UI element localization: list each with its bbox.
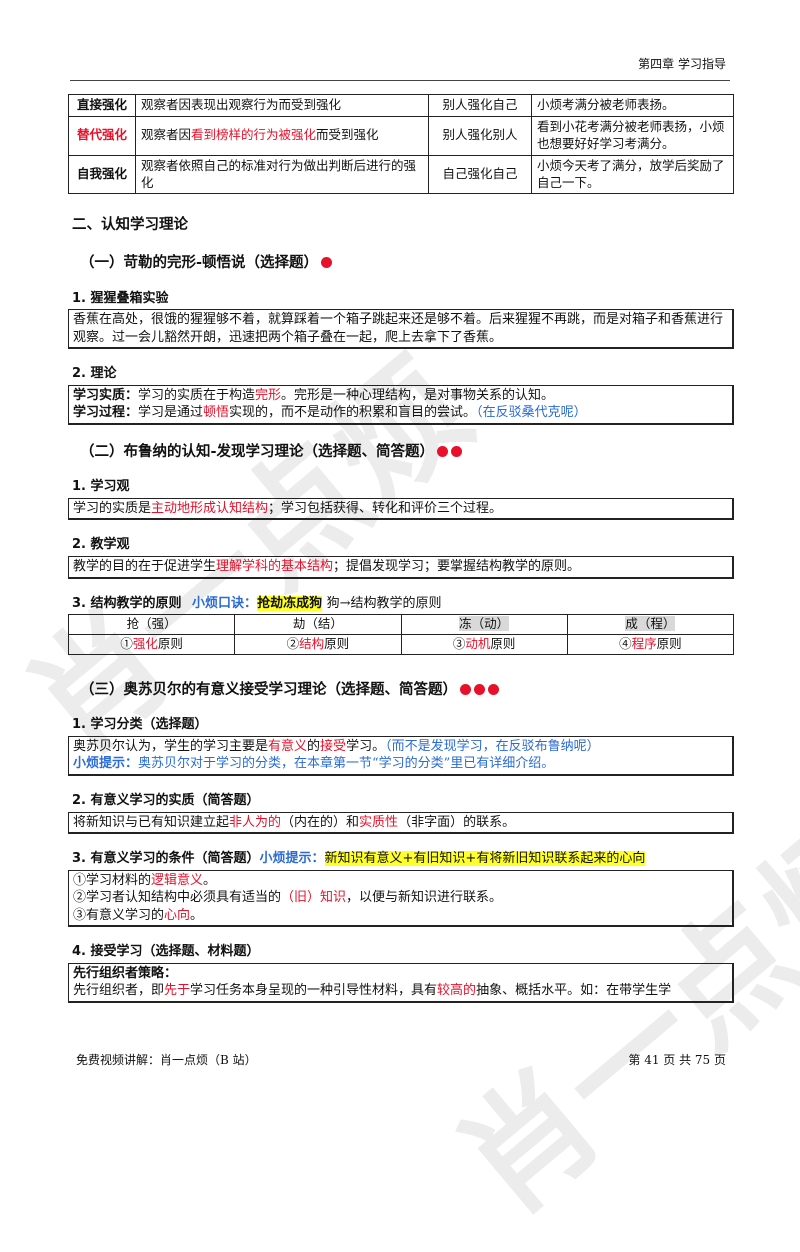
importance-dot bbox=[488, 683, 499, 695]
reinforcement-type: 替代强化 bbox=[68, 115, 136, 156]
subsection-title-ausubel: （三）奥苏贝尔的有意义接受学习理论（选择题、简答题） bbox=[80, 681, 734, 701]
subsection-title-kohler: （一）苛勒的完形-顿悟说（选择题） bbox=[80, 254, 734, 274]
principle-head: 成（程） bbox=[566, 614, 735, 635]
principle-head: 劫（结） bbox=[234, 614, 402, 635]
footer-video-link: 免费视频讲解：肖一点烦（B 站） bbox=[76, 1053, 257, 1067]
heading-learning-view: 1. 学习观 bbox=[72, 479, 130, 495]
box-conditions: ①学习材料的逻辑意义。 ②学习者认知结构中必须具有适当的（旧）知识，以便与新知识… bbox=[68, 869, 734, 928]
heading-conditions: 3. 有意义学习的条件（简答题）小烦提示：新知识有意义+有旧知识+有将新旧知识联… bbox=[72, 851, 646, 867]
experiment-text: 香蕉在高处，很饿的猩猩够不着，就算踩着一个箱子跳起来还是够不着。后来猩猩不再跳，… bbox=[73, 312, 724, 345]
reinforcement-example: 看到小花考满分被老师表扬，小烦也想要好好学习考满分。 bbox=[531, 115, 734, 156]
importance-dot bbox=[451, 445, 463, 457]
table-row: 自我强化观察者依照自己的标准对行为做出判断后进行的强化自己强化自己小烦今天考了满… bbox=[68, 154, 734, 195]
section-title-cognitive: 二、认知学习理论 bbox=[72, 217, 188, 234]
mnemonic-highlight: 抢劫冻成狗 bbox=[257, 595, 323, 611]
principle-value: ②结构原则 bbox=[234, 633, 402, 655]
reinforcement-description: 观察者依照自己的标准对行为做出判断后进行的强化 bbox=[135, 154, 429, 195]
theory-essence: 学习实质：学习的实质在于构造完形。完形是一种心理结构，是对事物关系的认知。 bbox=[73, 387, 555, 403]
principle-value: ③动机原则 bbox=[400, 633, 568, 655]
box-meaningful-essence: 将新知识与已有知识建立起非人为的（内在的）和实质性（非字面）的联系。 bbox=[68, 811, 734, 835]
reinforcement-example: 小烦考满分被老师表扬。 bbox=[531, 94, 734, 117]
heading-classification: 1. 学习分类（选择题） bbox=[72, 717, 208, 733]
reinforcement-description: 观察者因表现出观察行为而受到强化 bbox=[135, 94, 429, 117]
box-experiment: 香蕉在高处，很饿的猩猩够不着，就算踩着一个箱子跳起来还是够不着。后来猩猩不再跳，… bbox=[68, 309, 734, 350]
reinforcement-source: 自己强化自己 bbox=[428, 154, 532, 195]
page-content: 直接强化观察者因表现出观察行为而受到强化别人强化自己小烦考满分被老师表扬。替代强… bbox=[67, 94, 735, 1003]
principle-value: ①强化原则 bbox=[67, 633, 236, 655]
reinforcement-source: 别人强化自己 bbox=[428, 94, 532, 117]
heading-experiment: 1. 猩猩叠箱实验 bbox=[72, 290, 169, 306]
box-teaching-view: 教学的目的在于促进学生理解学科的基本结构；提倡发现学习；要掌握结构教学的原则。 bbox=[68, 555, 734, 579]
reinforcement-type: 直接强化 bbox=[68, 94, 136, 117]
heading-principles: 3. 结构教学的原则 小烦口诀：抢劫冻成狗 狗→结构教学的原则 bbox=[72, 595, 442, 611]
organizer-label: 先行组织者策略： bbox=[73, 965, 178, 981]
reinforcement-description: 观察者因看到榜样的行为被强化而受到强化 bbox=[135, 115, 429, 156]
box-theory: 学习实质：学习的实质在于构造完形。完形是一种心理结构，是对事物关系的认知。 学习… bbox=[68, 384, 734, 425]
reinforcement-example: 小烦今天考了满分，放学后奖励了自己一下。 bbox=[531, 154, 734, 195]
principle-head: 冻（动） bbox=[400, 614, 568, 635]
reinforcement-table: 直接强化观察者因表现出观察行为而受到强化别人强化自己小烦考满分被老师表扬。替代强… bbox=[68, 94, 734, 195]
principle-head: 抢（强） bbox=[67, 614, 236, 635]
heading-meaningful-essence: 2. 有意义学习的实质（简答题） bbox=[72, 793, 260, 809]
box-acceptance: 先行组织者策略： 先行组织者，即先于学习任务本身呈现的一种引导性材料，具有较高的… bbox=[68, 962, 734, 1003]
table-row: 替代强化观察者因看到榜样的行为被强化而受到强化别人强化别人看到小花考满分被老师表… bbox=[68, 115, 734, 156]
header-divider bbox=[70, 80, 730, 81]
importance-dot bbox=[321, 256, 333, 268]
reinforcement-type: 自我强化 bbox=[68, 154, 136, 195]
importance-dot bbox=[460, 683, 471, 695]
box-classification: 奥苏贝尔认为，学生的学习主要是有意义的接受学习。（而不是发现学习，在反驳布鲁纳呢… bbox=[68, 735, 734, 777]
theory-process: 学习过程：学习是通过顿悟实现的，而不是动作的积累和盲目的尝试。（在反驳桑代克呢） bbox=[73, 405, 587, 421]
box-learning-view: 学习的实质是主动地形成认知结构；学习包括获得、转化和评价三个过程。 bbox=[68, 497, 734, 521]
importance-dot bbox=[437, 445, 449, 457]
reinforcement-source: 别人强化别人 bbox=[428, 115, 532, 156]
subsection-title-bruner: （二）布鲁纳的认知-发现学习理论（选择题、简答题） bbox=[80, 443, 734, 463]
page-header: 第四章 学习指导 bbox=[638, 57, 726, 71]
conditions-highlight: 新知识有意义+有旧知识+有将新旧知识联系起来的心向 bbox=[324, 851, 646, 867]
table-row: 直接强化观察者因表现出观察行为而受到强化别人强化自己小烦考满分被老师表扬。 bbox=[68, 94, 734, 117]
principle-value: ④程序原则 bbox=[566, 633, 735, 655]
heading-theory: 2. 理论 bbox=[72, 366, 117, 382]
heading-acceptance: 4. 接受学习（选择题、材料题） bbox=[72, 944, 260, 960]
page-number: 第 41 页 共 75 页 bbox=[628, 1053, 726, 1067]
importance-dot bbox=[474, 683, 485, 695]
heading-teaching-view: 2. 教学观 bbox=[72, 537, 130, 553]
